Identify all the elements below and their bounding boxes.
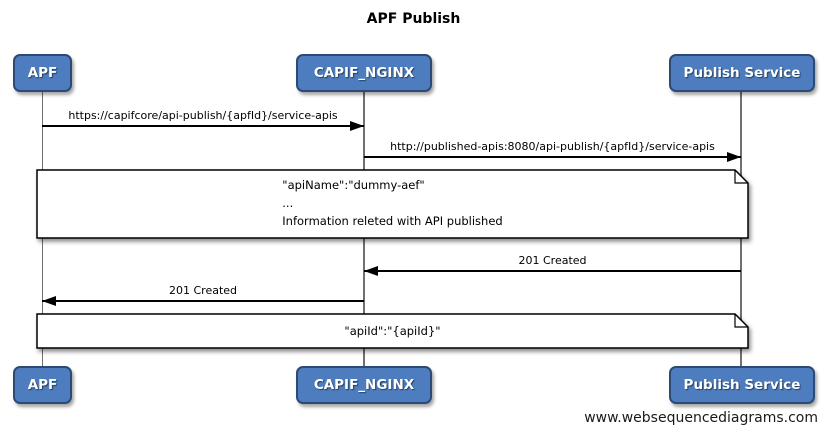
note-line: "apiName":"dummy-aef" bbox=[282, 178, 425, 192]
message-arrow-line bbox=[42, 300, 364, 302]
note-line: "apiId":"{apiId}" bbox=[344, 324, 441, 338]
actor-box-capif-nginx-bottom: CAPIF_NGINX bbox=[296, 366, 432, 404]
note-line: ... bbox=[282, 196, 294, 210]
message-arrow-line bbox=[364, 156, 741, 158]
arrowhead-left-icon bbox=[364, 266, 378, 276]
note-fold-corner-icon bbox=[734, 314, 748, 328]
actor-box-apf-bottom: APF bbox=[13, 366, 72, 404]
diagram-title: APF Publish bbox=[366, 11, 461, 27]
note-text: "apiId":"{apiId}" bbox=[37, 322, 748, 340]
note-shape bbox=[36, 313, 749, 349]
message-arrow-line bbox=[42, 125, 364, 127]
actor-box-publish-service-top: Publish Service bbox=[669, 54, 815, 92]
actor-box-capif-nginx-top: CAPIF_NGINX bbox=[296, 54, 432, 92]
message-label: 201 Created bbox=[168, 284, 238, 297]
watermark: www.websequencediagrams.com bbox=[584, 410, 818, 426]
message-label: https://capifcore/api-publish/{apfId}/se… bbox=[68, 109, 338, 122]
note-text: "apiName":"dummy-aef" ... Information re… bbox=[37, 176, 748, 230]
note-api-id bbox=[36, 313, 749, 349]
arrowhead-right-icon bbox=[727, 152, 741, 162]
message-label: 201 Created bbox=[518, 254, 587, 267]
arrowhead-left-icon bbox=[42, 296, 56, 306]
actor-box-apf-top: APF bbox=[13, 54, 72, 92]
note-line: Information releted with API published bbox=[282, 214, 503, 228]
note-fold-corner-icon bbox=[734, 170, 748, 184]
note-api-info bbox=[36, 169, 749, 239]
arrowhead-right-icon bbox=[350, 121, 364, 131]
message-arrow-line bbox=[364, 270, 741, 272]
message-label: http://published-apis:8080/api-publish/{… bbox=[390, 140, 715, 153]
note-shape bbox=[36, 169, 749, 239]
actor-box-publish-service-bottom: Publish Service bbox=[669, 366, 815, 404]
